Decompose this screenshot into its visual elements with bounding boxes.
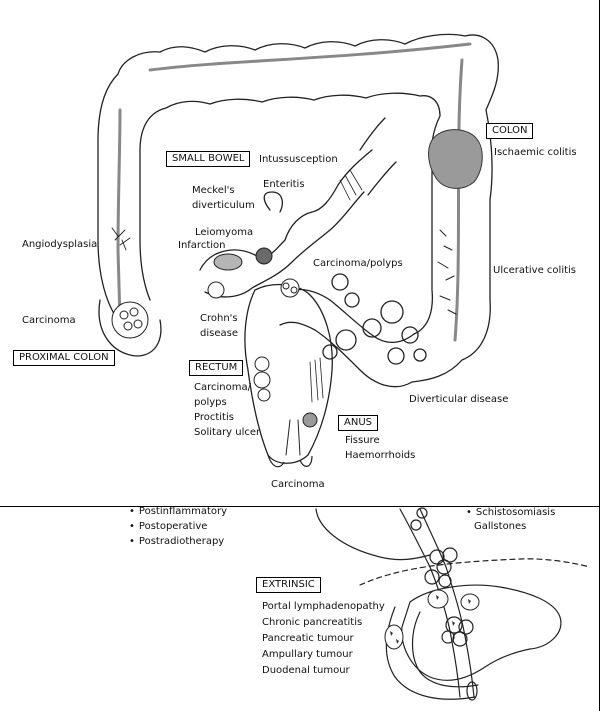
cause-postradiotherapy: Postradiotherapy [129,534,227,549]
anus-item-fissure: Fissure [345,435,380,446]
rectum-item-solitary-ulcer: Solitary ulcer [194,427,261,438]
extrinsic-chronic-pancreatitis: Chronic pancreatitis [262,617,363,628]
carcinoma-polyps-label: Carcinoma/polyps [313,258,403,269]
meckels-line-2: diverticulum [192,200,255,211]
left-cause-list: Postinflammatory Postoperative Postradio… [129,504,227,549]
infarction-label: Infarction [178,240,226,251]
proximal-colon-box: PROXIMAL COLON [13,350,115,366]
small-bowel-box: SMALL BOWEL [166,151,251,167]
rectum-item-polyps: polyps [194,397,227,408]
extrinsic-duodenal-tumour: Duodenal tumour [262,665,350,676]
carcinoma-bottom-label: Carcinoma [271,479,325,490]
leiomyoma-dot [255,247,273,265]
pancreas-outline [401,584,562,681]
ischaemic-patch [428,129,483,189]
rectum-item-proctitis: Proctitis [194,412,234,423]
diverticular-disease-label: Diverticular disease [409,394,509,405]
meckels-line-1: Meckel's [192,185,235,196]
bowel-illustration [97,33,499,468]
intussusception-label: Intussusception [259,154,338,165]
rectum-item-carcinoma: Carcinoma/ [194,382,251,393]
carcinoma-left-label: Carcinoma [22,315,76,326]
extrinsic-pancreatic-tumour: Pancreatic tumour [262,633,354,644]
rectum-outline [244,283,333,464]
extrinsic-list: Portal lymphadenopathy Chronic pancreati… [262,599,385,679]
gallstones-label: Gallstones [474,521,527,532]
colon-inner-outline [139,92,441,335]
ischaemic-colitis-label: Ischaemic colitis [494,147,577,158]
meckels-label: Meckel's diverticulum [192,183,255,213]
biliary-illustration [315,507,591,701]
crohns-line-1: Crohn's [200,313,238,324]
infarction-segment [213,253,243,271]
colon-box: COLON [486,123,534,139]
anus-item-haemorrhoids: Haemorrhoids [345,450,416,461]
cause-postinflammatory: Postinflammatory [129,504,227,519]
ulcerative-colitis-label: Ulcerative colitis [493,265,577,276]
bowel-diagram-panel: SMALL BOWEL Intussusception Enteritis Me… [0,0,600,507]
anus-box: ANUS [338,415,378,431]
small-bowel-loop [199,149,373,271]
leiomyoma-label: Leiomyoma [195,227,254,238]
cause-postoperative: Postoperative [129,519,227,534]
proximal-carcinoma-mass [111,301,149,339]
anus-list: Fissure Haemorrhoids [345,433,415,463]
rectal-ulcer-dot [302,412,318,428]
right-cause-list: Schistosomiasis [466,505,555,520]
cause-schistosomiasis: Schistosomiasis [466,505,555,520]
angiodysplasia-label: Angiodysplasia [22,239,98,250]
rectum-box: RECTUM [189,360,244,376]
rectum-list: Carcinoma/ polyps Proctitis Solitary ulc… [194,380,260,440]
lymph-node [384,624,404,650]
colon-outline [97,33,499,383]
crohns-label: Crohn's disease [200,311,238,341]
extrinsic-box: EXTRINSIC [256,577,321,593]
crohns-line-2: disease [200,328,238,339]
biliary-diagram-panel: Postinflammatory Postoperative Postradio… [0,504,600,711]
extrinsic-portal-lymphadenopathy: Portal lymphadenopathy [262,601,385,612]
enteritis-label: Enteritis [263,179,305,190]
extrinsic-ampullary-tumour: Ampullary tumour [262,649,353,660]
